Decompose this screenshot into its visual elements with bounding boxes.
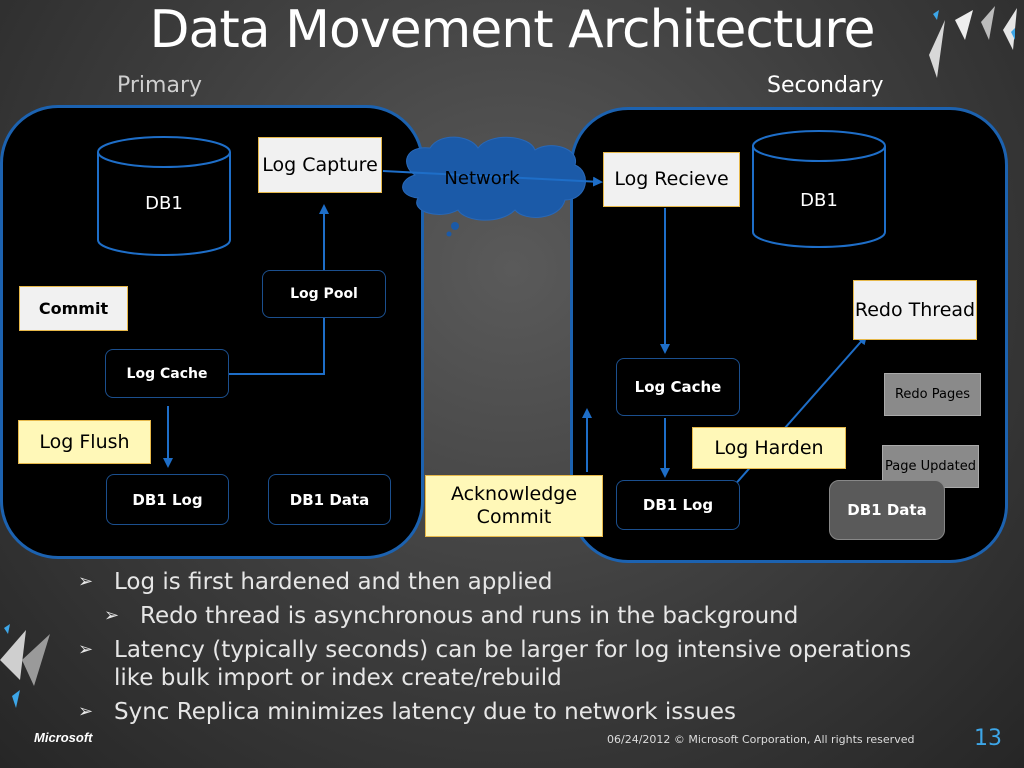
network-label: Network bbox=[444, 168, 520, 189]
acknowledge-commit-box: Acknowledge Commit bbox=[425, 475, 603, 537]
bullet-item: ➢ Log is first hardened and then applied bbox=[78, 568, 978, 596]
bullet-text: Sync Replica minimizes latency due to ne… bbox=[114, 699, 736, 725]
secondary-label: Secondary bbox=[767, 73, 884, 98]
commit-box: Commit bbox=[19, 286, 128, 331]
redo-thread-box: Redo Thread bbox=[853, 280, 977, 340]
microsoft-logo: Microsoft bbox=[34, 730, 93, 745]
log-capture-box: Log Capture bbox=[258, 137, 382, 193]
log-flush-box: Log Flush bbox=[18, 420, 151, 464]
bullet-arrow-icon: ➢ bbox=[78, 571, 94, 592]
primary-db1-log-box: DB1 Log bbox=[106, 474, 229, 525]
network-cloud-icon bbox=[402, 136, 586, 237]
bullet-arrow-icon: ➢ bbox=[78, 639, 94, 660]
bullet-text: Log is first hardened and then applied bbox=[114, 569, 553, 595]
bullet-item: ➢ Redo thread is asynchronous and runs i… bbox=[104, 602, 984, 630]
primary-label: Primary bbox=[117, 73, 203, 98]
bullet-text: Redo thread is asynchronous and runs in … bbox=[140, 603, 799, 629]
secondary-db1-log-box: DB1 Log bbox=[616, 480, 740, 530]
log-harden-box: Log Harden bbox=[692, 427, 846, 469]
bullet-item: ➢ Latency (typically seconds) can be lar… bbox=[78, 636, 978, 692]
bullet-arrow-icon: ➢ bbox=[104, 605, 120, 626]
bullet-item: ➢ Sync Replica minimizes latency due to … bbox=[78, 698, 978, 726]
secondary-db1-data-box: DB1 Data bbox=[829, 480, 945, 540]
primary-log-cache-box: Log Cache bbox=[105, 349, 229, 398]
bullet-text: Latency (typically seconds) can be large… bbox=[114, 637, 912, 691]
secondary-db-label: DB1 bbox=[800, 190, 838, 211]
redo-pages-box: Redo Pages bbox=[884, 373, 981, 416]
decorative-shards-top-right bbox=[929, 6, 1017, 78]
primary-db1-data-box: DB1 Data bbox=[268, 474, 391, 525]
primary-db-cylinder-icon bbox=[97, 136, 231, 256]
page-number: 13 bbox=[974, 726, 1002, 751]
decorative-shards-left bbox=[0, 624, 50, 708]
secondary-db-cylinder-icon bbox=[752, 130, 886, 248]
log-pool-box: Log Pool bbox=[262, 270, 386, 318]
secondary-log-cache-box: Log Cache bbox=[616, 358, 740, 416]
log-receive-box: Log Recieve bbox=[603, 152, 740, 207]
slide-title: Data Movement Architecture bbox=[149, 0, 875, 60]
footer-text: 06/24/2012 © Microsoft Corporation, All … bbox=[607, 733, 915, 746]
primary-db-label: DB1 bbox=[145, 193, 183, 214]
bullet-arrow-icon: ➢ bbox=[78, 701, 94, 722]
